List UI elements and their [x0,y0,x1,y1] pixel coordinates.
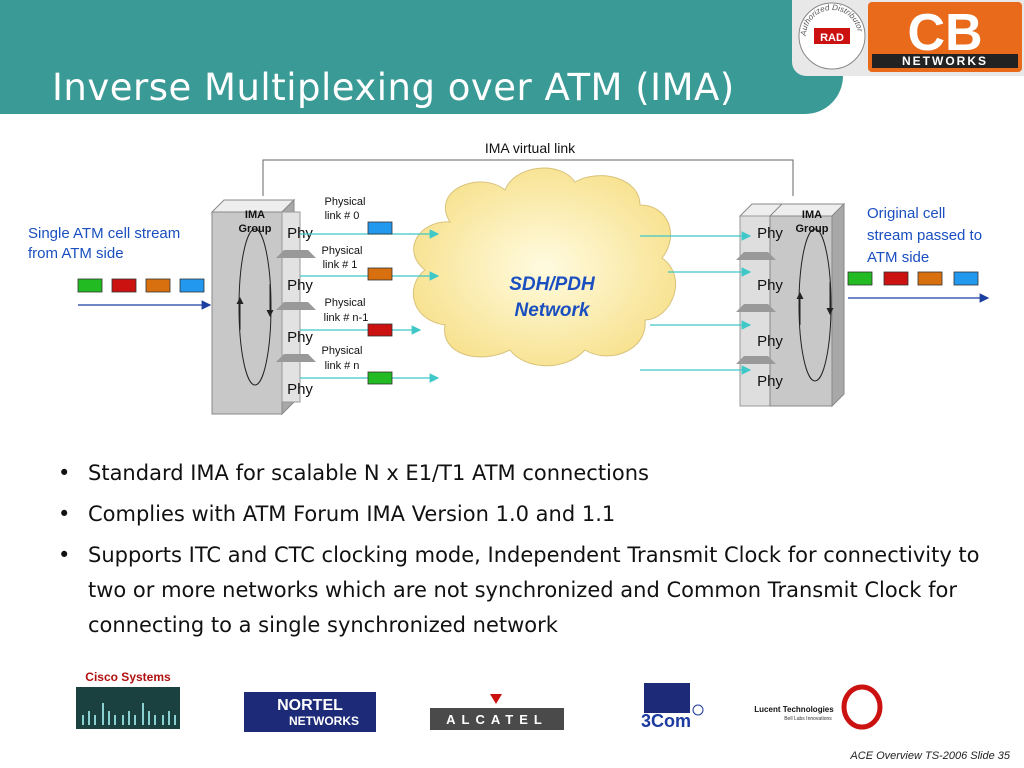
title-bar [0,0,843,114]
left-phy-3: Phy [287,381,313,398]
networks-text: NETWORKS [902,54,988,68]
rad-logo-icon [814,28,850,44]
nortel-logo: NORTEL NETWORKS [244,692,376,732]
right-phy-2: Phy [757,333,783,350]
cell-green-link-n [367,371,393,385]
virtual-link-bracket [262,159,794,196]
nortel-text-2: NETWORKS [289,714,359,728]
link-label-n: link # n [325,360,360,372]
right-cell-green [847,271,873,286]
left-ima-label-line1: IMA [245,209,265,221]
registered-icon [692,704,704,716]
right-phy-3: Phy [757,373,783,390]
link-label-0: link # 0 [325,210,360,222]
right-cell-blue [953,271,979,286]
right-ima-device [736,202,846,408]
physical-label-0: Physical [325,196,366,208]
left-phy-1: Phy [287,277,313,294]
distributor-logo-panel: Authorized Distributor RAD CB NETWORKS [792,0,1024,76]
right-ima-label-line1: IMA [802,209,822,221]
right-ima-label-line2: Group [796,223,829,235]
cell-orange-link1 [367,267,393,281]
right-stream-label-line2: stream passed to [867,227,982,244]
physical-label-n: Physical [322,345,363,357]
alcatel-logo: ALCATEL [430,694,564,730]
bullet-item: Complies with ATM Forum IMA Version 1.0 … [58,497,1008,532]
right-cell-red [883,271,909,286]
right-stream-label-line1: Original cell [867,205,945,222]
lucent-logo: Lucent Technologies Bell Labs Innovation… [754,684,883,730]
left-ima-label-line2: Group [239,223,272,235]
sdh-pdh-network-cloud [412,167,677,367]
lucent-text-1: Lucent Technologies [754,705,834,714]
left-cell-orange [145,278,171,293]
right-phy-0: Phy [757,225,783,242]
virtual-link-label: IMA virtual link [485,140,576,156]
left-ima-device [210,198,316,416]
alcatel-triangle-icon [490,694,502,704]
cisco-text: Cisco Systems [85,670,171,684]
cell-red-link-n-1 [367,323,393,337]
link-label-1: link # 1 [323,259,358,271]
3com-logo: 3Com [641,683,704,731]
lucent-ring-icon [841,684,883,730]
page-title: Inverse Multiplexing over ATM (IMA) [52,66,735,109]
physical-label-n-1: Physical [325,297,366,309]
ima-diagram: IMA virtual link SDH/PDH Network IMA Gro… [28,140,990,416]
network-label-line2: Network [515,300,591,321]
right-phy-1: Phy [757,277,783,294]
link-label-n-1: link # n-1 [324,312,369,324]
right-stream-label-line3: ATM side [867,249,929,266]
slide-footer: ACE Overview TS-2006 Slide 35 [850,750,1010,762]
alcatel-text: ALCATEL [446,712,548,727]
bullet-list: Standard IMA for scalable N x E1/T1 ATM … [58,456,1008,649]
bullet-item: Supports ITC and CTC clocking mode, Inde… [58,538,1008,643]
nortel-text-1: NORTEL [277,697,343,714]
rad-text: RAD [820,32,844,44]
right-cell-orange [917,271,943,286]
lucent-text-2: Bell Labs Innovations [784,716,832,722]
left-stream-label-line2: from ATM side [28,245,124,262]
cb-text: CB [907,4,982,62]
physical-label-1: Physical [322,245,363,257]
left-cell-blue [179,278,205,293]
left-cell-green [77,278,103,293]
left-phy-2: Phy [287,329,313,346]
3com-text: 3Com [641,711,691,731]
cell-blue-link0 [367,221,393,235]
network-label-line1: SDH/PDH [509,274,596,295]
cisco-logo: Cisco Systems [76,667,180,729]
left-cell-red [111,278,137,293]
bullet-item: Standard IMA for scalable N x E1/T1 ATM … [58,456,1008,491]
cb-networks-logo: Authorized Distributor RAD CB NETWORKS [798,2,1022,72]
left-stream-label-line1: Single ATM cell stream [28,225,180,242]
